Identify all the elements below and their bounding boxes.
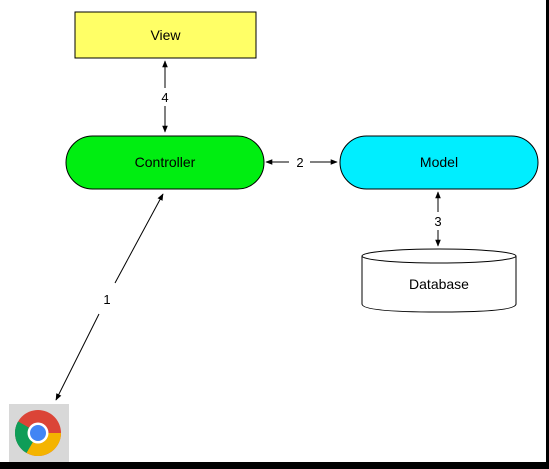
database-label: Database [409, 276, 469, 292]
database-node: Database [361, 248, 517, 313]
edge-model-database: 3 [434, 191, 442, 247]
edge-controller-model: 2 [265, 155, 338, 170]
chrome-browser-icon [9, 404, 69, 462]
model-node: Model [339, 135, 539, 190]
controller-label: Controller [135, 154, 196, 170]
edge-label-4: 4 [161, 90, 168, 105]
edge-controller-view: 4 [161, 60, 169, 133]
edge-label-2: 2 [296, 155, 303, 170]
edge-label-3: 3 [434, 214, 441, 229]
edge-label-1: 1 [103, 292, 110, 307]
mvc-diagram: View Controller Model Database 4 2 3 1 [9, 11, 539, 462]
model-label: Model [420, 154, 458, 170]
view-node: View [74, 11, 257, 59]
edge-browser-controller: 1 [55, 193, 164, 401]
view-label: View [150, 27, 181, 43]
controller-node: Controller [65, 135, 265, 190]
diagram-canvas: View Controller Model Database 4 2 3 1 [0, 0, 546, 462]
